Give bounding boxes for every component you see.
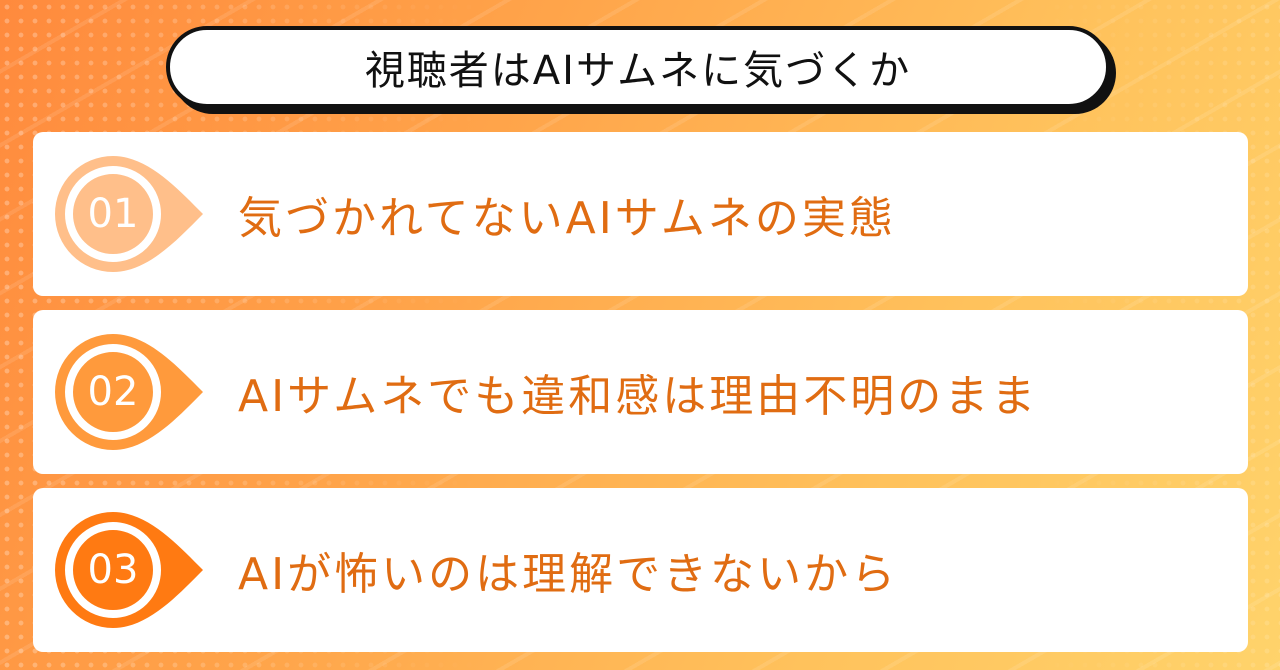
number-badge-1: 01 bbox=[53, 154, 223, 274]
badge-shape-2 bbox=[55, 334, 203, 450]
badge-number-2: 02 bbox=[87, 369, 139, 415]
item-text-3: AIが怖いのは理解できないから bbox=[238, 549, 899, 600]
title-banner: 視聴者はAIサムネに気づくか bbox=[166, 26, 1110, 108]
badge-shape-1 bbox=[55, 156, 203, 272]
list-item-2: 02 AIサムネでも違和感は理由不明のまま bbox=[33, 310, 1248, 474]
number-badge-3: 03 bbox=[53, 510, 223, 630]
page-title: 視聴者はAIサムネに気づくか bbox=[364, 48, 912, 94]
badge-number-1: 01 bbox=[87, 191, 139, 237]
badge-number-3: 03 bbox=[87, 547, 139, 593]
list-item-3: 03 AIが怖いのは理解できないから bbox=[33, 488, 1248, 652]
item-text-1: 気づかれてないAIサムネの実態 bbox=[238, 193, 896, 244]
badge-shape-3 bbox=[55, 512, 203, 628]
list-item-1: 01 気づかれてないAIサムネの実態 bbox=[33, 132, 1248, 296]
item-text-2: AIサムネでも違和感は理由不明のまま bbox=[238, 371, 1039, 422]
number-badge-2: 02 bbox=[53, 332, 223, 452]
